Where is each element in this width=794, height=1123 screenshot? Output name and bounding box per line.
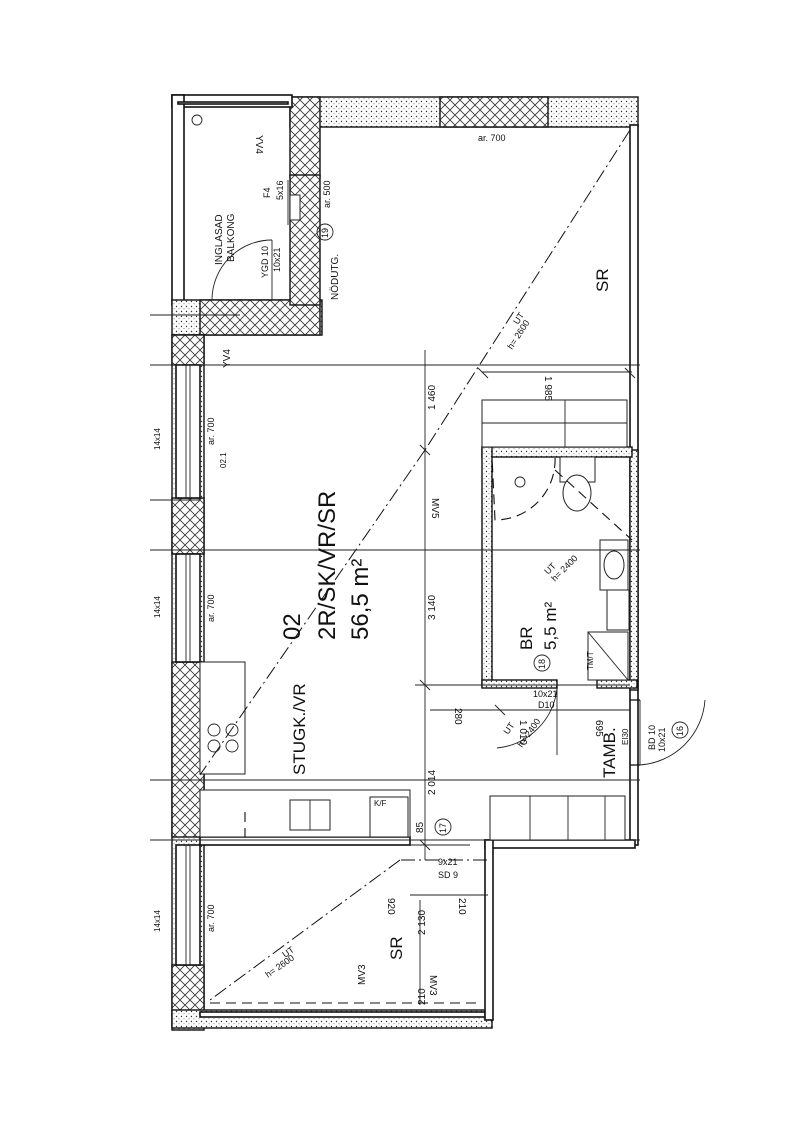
yv4-top: YV4	[253, 135, 264, 154]
dim-2014: 2 014	[427, 770, 438, 795]
guide-lines	[150, 129, 640, 1005]
marker-18: 18	[533, 654, 551, 672]
dim-3140: 3 140	[427, 595, 438, 620]
bd10-size: 10x21	[657, 727, 667, 752]
dim-85: 85	[415, 821, 426, 833]
kf-label: K/F	[374, 799, 387, 808]
room-labels: 02 2R/SK/VR/SR 56,5 m² STUGK./VR SR SR B…	[214, 213, 619, 960]
ut-door: UT	[501, 720, 516, 736]
room-br: BR	[517, 626, 536, 650]
ar700-top: ar. 700	[478, 133, 506, 143]
d10-label: D10	[538, 700, 555, 710]
dim-695: 695	[593, 720, 604, 737]
fixtures	[191, 114, 706, 846]
balcony-label-1: INGLASAD	[214, 214, 225, 265]
mv3-b: MV3	[427, 975, 438, 996]
f4-label: F4	[262, 187, 272, 198]
window-label-c: 14x14	[153, 910, 162, 932]
mv3-a: MV3	[357, 964, 368, 985]
bathroom-walls	[481, 371, 638, 689]
apartment-number: 02	[279, 613, 306, 640]
dim-210-a: 210	[456, 898, 467, 915]
ar500: ar. 500	[322, 180, 332, 208]
dimensions: 1 985 1 460 3 140 2 014 1 010 695 280 85…	[385, 367, 636, 1005]
window-label-b: 14x14	[153, 596, 162, 618]
ar700-a: ar. 700	[206, 417, 216, 445]
ygd-label: YGD 10	[260, 246, 270, 278]
balcony-label-2: BALKONG	[226, 213, 237, 262]
ei30-label: EI30	[621, 728, 630, 745]
dim-920: 920	[385, 898, 396, 915]
ar700-b: ar. 700	[206, 594, 216, 622]
sd9-size: 9x21	[438, 857, 458, 867]
room-tamb: TAMB.	[600, 727, 619, 778]
f4-size: 5x16	[275, 180, 285, 200]
bd10-label: BD 10	[647, 725, 657, 750]
ygd-size: 10x21	[272, 247, 282, 272]
mv5-label: MV5	[429, 498, 440, 519]
dim-280: 280	[452, 708, 463, 725]
nodutg-label: NÖDUTG.	[329, 254, 341, 300]
sd9-label: SD 9	[438, 870, 458, 880]
svg-text:19: 19	[320, 228, 330, 238]
window-label-a: 14x14	[153, 428, 162, 450]
dim-1010: 1 010	[517, 720, 528, 745]
room-main-label: STUGK./VR	[290, 683, 309, 775]
yv4-left: YV4	[222, 349, 233, 368]
marker-19: 19	[316, 223, 334, 241]
dim-210-b: 210	[417, 988, 428, 1005]
svg-text:16: 16	[675, 726, 685, 736]
svg-text:18: 18	[537, 659, 547, 669]
marker-17: 17	[434, 818, 452, 836]
room-br-area: 5,5 m²	[541, 601, 560, 650]
dim-1985: 1 985	[542, 376, 553, 401]
dim-2130: 2 130	[417, 910, 428, 935]
apartment-type: 2R/SK/VR/SR	[314, 491, 341, 640]
svg-text:17: 17	[438, 823, 448, 833]
room-sr-top: SR	[593, 268, 612, 292]
dim-1460: 1 460	[427, 385, 438, 410]
d10-size: 10x21	[533, 689, 558, 699]
outer-walls	[171, 94, 639, 1031]
marker-16: 16	[671, 721, 689, 739]
room-sr-bottom: SR	[387, 936, 406, 960]
room-code: 02.1	[219, 452, 228, 468]
apartment-area: 56,5 m²	[347, 559, 374, 640]
tm-label: TM/T	[586, 651, 595, 670]
ar700-c: ar. 700	[206, 904, 216, 932]
